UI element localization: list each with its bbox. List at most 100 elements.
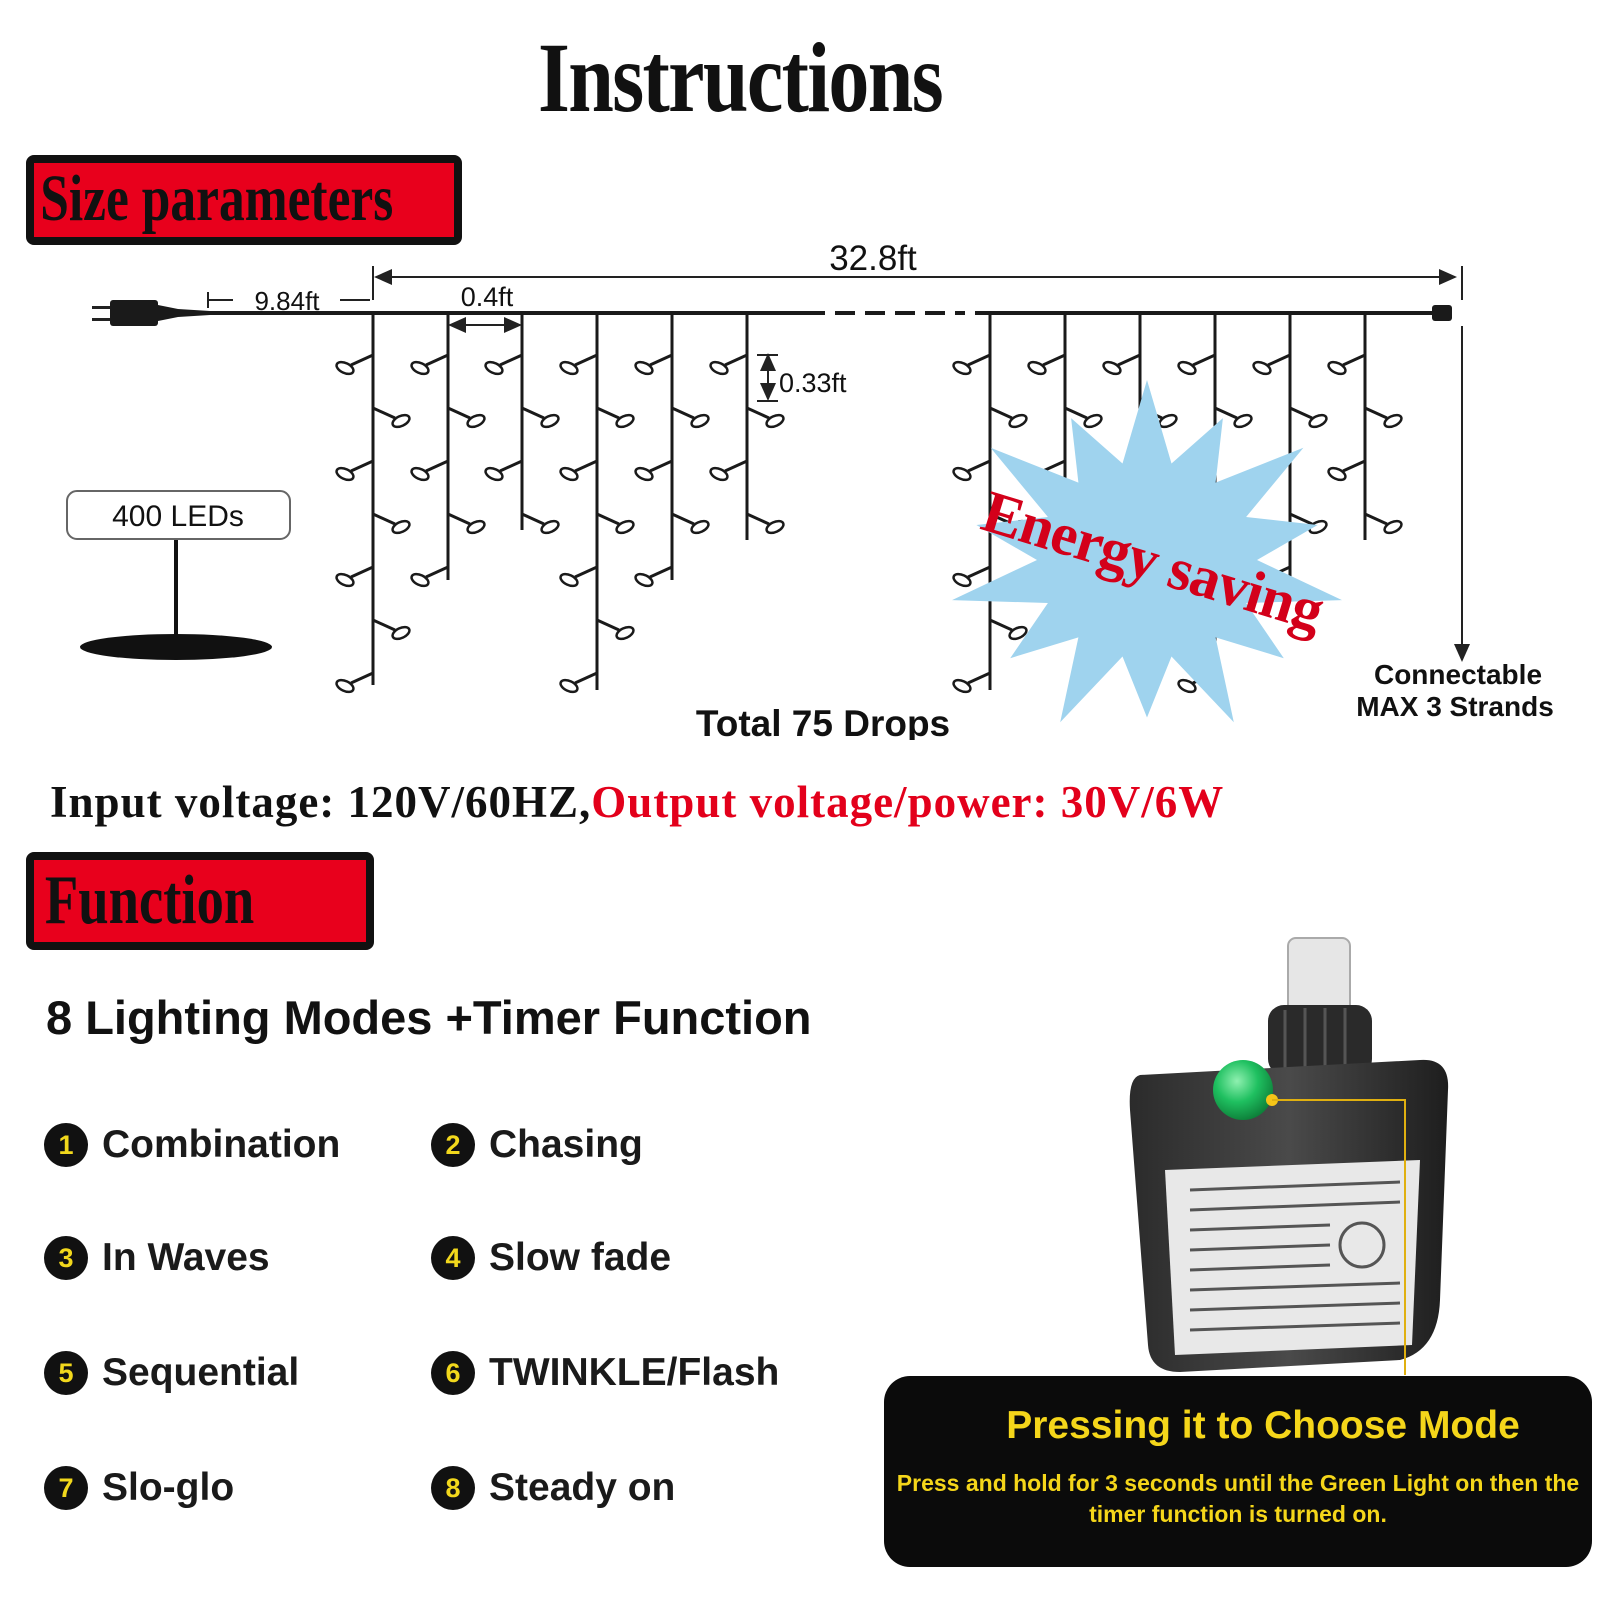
callout-leader [1272, 1099, 1406, 1375]
controller-box [1129, 937, 1449, 1375]
led-bulb-icon [391, 519, 411, 535]
mode-label: Chasing [489, 1123, 643, 1166]
led-bulb-icon [1027, 360, 1047, 376]
led-bulb-icon [1308, 519, 1328, 535]
size-parameters-label: Size parameters [40, 162, 394, 235]
plug-icon [92, 300, 210, 326]
voltage-line: Input voltage: 120V/60HZ,Output voltage/… [50, 776, 1224, 828]
icicle-drops [335, 313, 1403, 694]
led-bulb-icon [952, 572, 972, 588]
led-bulb-icon [765, 413, 785, 429]
led-bulb-icon [615, 625, 635, 641]
mode-label: Slow fade [489, 1236, 672, 1279]
led-count-sign: 400 LEDs [66, 490, 291, 660]
led-bulb-icon [1252, 360, 1272, 376]
led-bulb-icon [765, 519, 785, 535]
mode-number: 1 [44, 1123, 88, 1167]
led-bulb-icon [466, 519, 486, 535]
mode-item: 8 Steady on [431, 1466, 675, 1510]
mode-label: TWINKLE/Flash [489, 1351, 780, 1394]
led-bulb-icon [559, 572, 579, 588]
mode-item: 4 Slow fade [431, 1236, 671, 1280]
led-bulb-icon [335, 572, 355, 588]
led-bulb-icon [1327, 360, 1347, 376]
energy-saving-badge: Energy saving [952, 380, 1342, 723]
led-bulb-icon [1177, 360, 1197, 376]
lead-length-label: 9.84ft [254, 286, 320, 316]
led-bulb-icon [634, 572, 654, 588]
led-bulb-icon [690, 519, 710, 535]
led-bulb-icon [634, 466, 654, 482]
mode-label: Combination [102, 1123, 341, 1166]
led-bulb-icon [1158, 413, 1178, 429]
led-bulb-icon [1008, 413, 1028, 429]
led-spacing-label: 0.33ft [779, 368, 847, 398]
mode-callout: Pressing it to Choose Mode Press and hol… [884, 1376, 1592, 1567]
led-bulb-icon [1177, 678, 1197, 694]
led-bulb-icon [1327, 466, 1347, 482]
callout-title: Pressing it to Choose Mode [1006, 1404, 1520, 1447]
led-bulb-icon [709, 360, 729, 376]
input-voltage-text: Input voltage: 120V/60HZ, [50, 777, 592, 827]
led-bulb-icon [1383, 519, 1403, 535]
led-bulb-icon [1083, 413, 1103, 429]
led-bulb-icon [615, 519, 635, 535]
mode-item: 3 In Waves [44, 1236, 270, 1280]
mode-number: 8 [431, 1466, 475, 1510]
led-bulb-icon [690, 413, 710, 429]
total-length-label: 32.8ft [829, 240, 917, 278]
led-bulb-icon [410, 360, 430, 376]
led-bulb-icon [1102, 360, 1122, 376]
mode-number: 4 [431, 1236, 475, 1280]
led-bulb-icon [1383, 413, 1403, 429]
led-bulb-icon [559, 360, 579, 376]
led-bulb-icon [484, 360, 504, 376]
size-parameters-header: Size parameters [26, 155, 462, 245]
output-voltage-text: Output voltage/power: 30V/6W [591, 777, 1225, 827]
led-bulb-icon [410, 572, 430, 588]
mode-number: 2 [431, 1123, 475, 1167]
led-bulb-icon [615, 413, 635, 429]
mode-label: Slo-glo [102, 1466, 235, 1509]
icicle-light-diagram: 32.8ft 9.84ft 0.4ft 0.33ft Connectable M… [66, 240, 1554, 740]
led-count-label: 400 LEDs [112, 500, 244, 533]
mode-label: In Waves [102, 1236, 270, 1279]
led-bulb-icon [484, 466, 504, 482]
lighting-modes-heading: 8 Lighting Modes +Timer Function [46, 991, 812, 1044]
total-drops-label: Total 75 Drops [696, 703, 950, 740]
end-connector [1432, 305, 1452, 321]
mode-number: 6 [431, 1351, 475, 1395]
led-bulb-icon [335, 678, 355, 694]
mode-item: 6 TWINKLE/Flash [431, 1351, 779, 1395]
led-bulb-icon [634, 360, 654, 376]
mode-number: 3 [44, 1236, 88, 1280]
page-title: Instructions [537, 22, 944, 133]
led-bulb-icon [540, 519, 560, 535]
drop-spacing-label: 0.4ft [461, 282, 514, 312]
led-bulb-icon [540, 413, 560, 429]
max-strands-label: MAX 3 Strands [1356, 691, 1554, 722]
mode-item: 1 Combination [44, 1123, 340, 1167]
led-bulb-icon [1008, 625, 1028, 641]
mode-button[interactable] [1213, 1060, 1273, 1120]
mode-number: 5 [44, 1351, 88, 1395]
led-bulb-icon [466, 413, 486, 429]
led-bulb-icon [335, 360, 355, 376]
led-bulb-icon [391, 413, 411, 429]
mode-label: Sequential [102, 1351, 300, 1394]
led-bulb-icon [952, 678, 972, 694]
mode-label: Steady on [489, 1466, 676, 1509]
led-bulb-icon [1308, 413, 1328, 429]
function-label: Function [44, 862, 255, 939]
callout-body: Press and hold for 3 seconds until the G… [896, 1470, 1580, 1527]
led-bulb-icon [559, 678, 579, 694]
led-bulb-icon [952, 466, 972, 482]
led-bulb-icon [410, 466, 430, 482]
led-bulb-icon [952, 360, 972, 376]
mode-item: 7 Slo-glo [44, 1466, 234, 1510]
mode-number: 7 [44, 1466, 88, 1510]
led-bulb-icon [335, 466, 355, 482]
led-bulb-icon [709, 466, 729, 482]
led-bulb-icon [1233, 413, 1253, 429]
mode-item: 2 Chasing [431, 1123, 643, 1167]
